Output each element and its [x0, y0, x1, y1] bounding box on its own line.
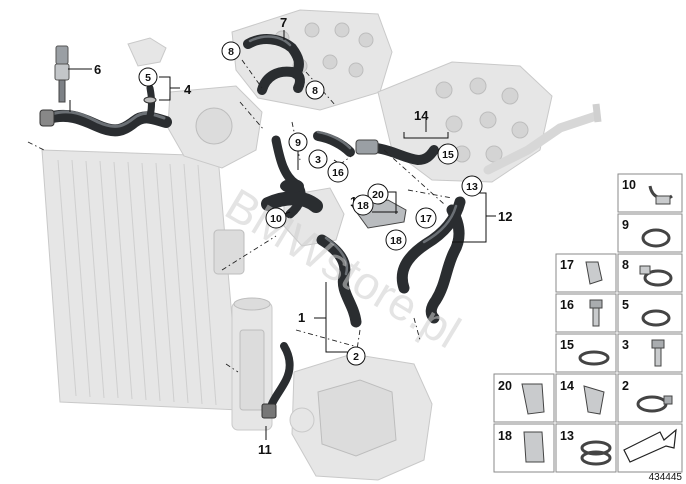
grid-cell-arrow: [617, 423, 683, 473]
grid-cell-18: 18: [493, 423, 555, 473]
callout-1: 1: [298, 310, 305, 325]
grid-cell-15: 15: [555, 333, 617, 373]
hose-1-main: [316, 234, 362, 328]
svg-text:16: 16: [560, 298, 574, 312]
expansion-tank: [231, 297, 273, 431]
cap-ghost: [127, 37, 167, 67]
hose-12-13: [396, 196, 466, 324]
svg-text:14: 14: [560, 379, 574, 393]
callout-5: 5: [138, 67, 158, 87]
callout-11: 11: [258, 442, 272, 457]
svg-text:10: 10: [270, 213, 282, 225]
callout-6: 6: [94, 62, 101, 77]
callout-14: 14: [414, 108, 429, 123]
thermostat-housing: [167, 85, 263, 169]
grid-cell-2: 2: [617, 373, 683, 423]
grid-cell-14: 14: [555, 373, 617, 423]
callout-8-upper: 8: [221, 41, 241, 61]
svg-text:8: 8: [622, 258, 629, 272]
svg-text:8: 8: [312, 85, 318, 97]
svg-text:20: 20: [498, 379, 512, 393]
cylinder-head-right: [377, 61, 553, 183]
callout-3: 3: [308, 149, 328, 169]
hose-16-3: [313, 130, 355, 157]
svg-text:15: 15: [560, 338, 574, 352]
svg-text:10: 10: [622, 178, 636, 192]
svg-text:17: 17: [420, 213, 432, 225]
svg-text:18: 18: [390, 235, 402, 247]
engine-lower-block: [289, 353, 433, 481]
svg-text:18: 18: [498, 429, 512, 443]
callout-16: 16: [327, 161, 349, 183]
grid-cell-8: 8: [617, 253, 683, 293]
callout-18-upper: 18: [352, 194, 374, 216]
svg-text:8: 8: [228, 46, 234, 58]
callout-2: 2: [346, 346, 366, 366]
svg-text:9: 9: [622, 218, 629, 232]
svg-text:16: 16: [332, 167, 344, 179]
coolant-pipe-right: [483, 103, 602, 175]
svg-text:2: 2: [353, 351, 359, 363]
svg-text:18: 18: [357, 200, 369, 212]
svg-text:13: 13: [560, 429, 574, 443]
svg-text:9: 9: [295, 137, 301, 149]
callout-17: 17: [415, 207, 437, 229]
leader-lines: [68, 30, 496, 440]
assembly-lines: [27, 59, 453, 373]
callout-18-lower: 18: [385, 229, 407, 251]
grid-cell-13: 13: [555, 423, 617, 473]
callout-7: 7: [280, 15, 287, 30]
callout-4: 4: [184, 82, 192, 97]
hose-10-pump-inlet: [261, 179, 323, 213]
callout-15: 15: [437, 143, 459, 165]
callout-13: 13: [461, 175, 483, 197]
callout-12: 12: [498, 209, 512, 224]
hose-4-with-clamp-5: [143, 84, 157, 120]
svg-text:5: 5: [622, 298, 629, 312]
svg-text:15: 15: [442, 149, 454, 161]
small-parts-grid: 10 9 17 8 16 5: [493, 173, 683, 473]
hose-6-vent-valve: [54, 45, 70, 103]
hose-14: [355, 139, 439, 165]
svg-text:2: 2: [622, 379, 629, 393]
callout-8-lower: 8: [305, 80, 325, 100]
hose-7: [243, 34, 304, 79]
callout-10: 10: [265, 207, 287, 229]
grid-cell-16: 16: [555, 293, 617, 333]
diagram-number: 434445: [649, 472, 683, 483]
grid-cell-3: 3: [617, 333, 683, 373]
grid-cell-9: 9: [617, 213, 683, 253]
callout-9: 9: [288, 132, 308, 152]
svg-text:20: 20: [372, 189, 384, 201]
radiator: [41, 149, 245, 411]
svg-text:3: 3: [622, 338, 629, 352]
grid-cell-10: 10: [617, 173, 683, 213]
grid-cell-5: 5: [617, 293, 683, 333]
svg-text:5: 5: [145, 72, 151, 84]
grid-cell-20: 20: [493, 373, 555, 423]
svg-text:3: 3: [315, 154, 321, 166]
grid-cell-17: 17: [555, 253, 617, 293]
callout-20: 20: [367, 183, 389, 205]
direction-arrow-icon: [623, 428, 677, 463]
svg-text:13: 13: [466, 181, 478, 193]
svg-text:17: 17: [560, 258, 574, 272]
hose-11-tank: [261, 342, 294, 419]
